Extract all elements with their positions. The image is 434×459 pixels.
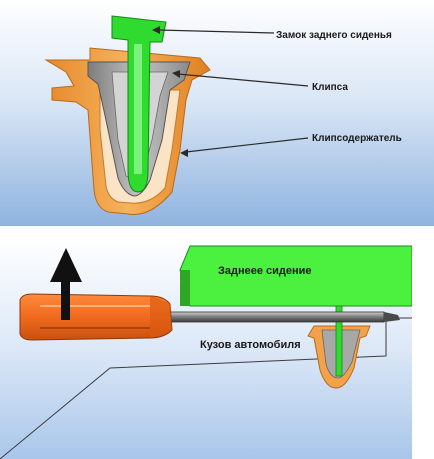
clip-assembly-small — [307, 305, 371, 389]
leader-line-lock — [157, 29, 275, 34]
top-background — [0, 0, 434, 226]
callout-clip-holder: Клипсодержатель — [312, 133, 402, 144]
rear-seat-part — [179, 245, 412, 307]
top-diagram-panel: Замок заднего сиденья Клипса Клипсодержа… — [0, 0, 434, 226]
bottom-diagram-panel: Заднеее сидение Кузов автомобиля — [0, 238, 412, 459]
screwdriver-part — [19, 293, 400, 341]
arrowhead-holder — [180, 149, 188, 157]
bottom-diagram-svg: Заднеее сидение Кузов автомобиля — [0, 238, 412, 459]
lift-arrow-icon — [50, 248, 82, 320]
arrowhead-lock — [152, 26, 160, 34]
leader-line-clip — [177, 73, 309, 87]
callout-rear-seat-lock: Замок заднего сиденья — [276, 30, 392, 41]
car-body-label: Кузов автомобиля — [200, 339, 301, 351]
top-diagram-svg: Замок заднего сиденья Клипса Клипсодержа… — [0, 0, 434, 226]
arrowhead-clip — [172, 70, 180, 78]
leader-line-holder — [185, 137, 309, 153]
callout-clip: Клипса — [312, 82, 348, 93]
rear-seat-lock-part — [111, 15, 167, 193]
rear-seat-label: Заднеее сидение — [218, 265, 312, 277]
